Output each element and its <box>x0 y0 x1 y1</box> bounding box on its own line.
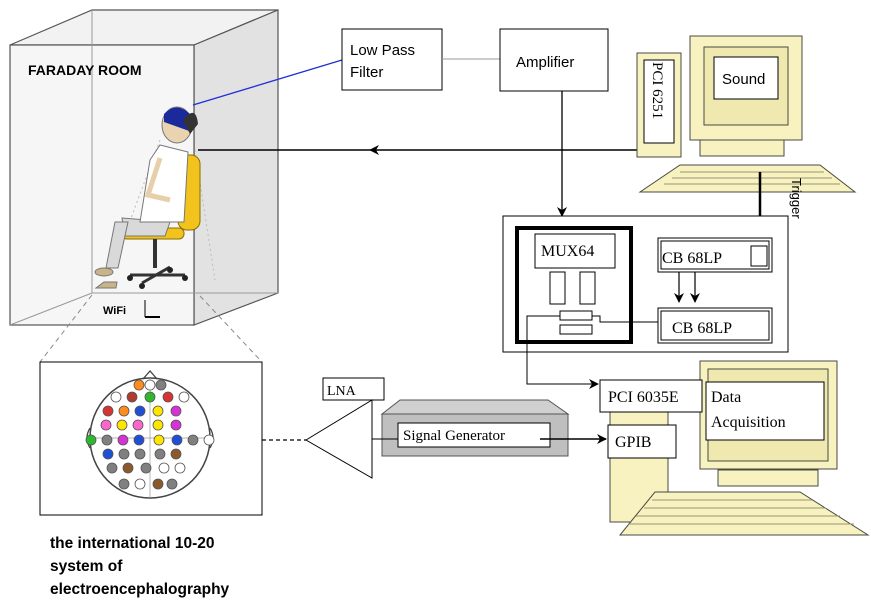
caption-line3: electroencephalography <box>50 581 230 598</box>
electrode <box>144 379 156 391</box>
gpib-label: GPIB <box>615 434 651 451</box>
electrode <box>106 462 118 474</box>
electrode <box>170 405 182 417</box>
signal-generator-label: Signal Generator <box>403 428 505 444</box>
cb-68lp-top-label: CB 68LP <box>662 250 722 267</box>
data-acquisition-label-line2: Acquisition <box>711 414 786 431</box>
electrode <box>116 419 128 431</box>
electrode <box>170 448 182 460</box>
electrode <box>122 462 134 474</box>
electrode <box>134 478 146 490</box>
low-pass-filter-label-line2: Filter <box>350 64 383 81</box>
electrode <box>134 448 146 460</box>
lna-amplifier: LNA <box>305 377 385 479</box>
lna-label: LNA <box>327 384 357 399</box>
trigger-label: Trigger <box>789 178 804 219</box>
sound-computer: Sound PCI 6251 <box>636 35 857 193</box>
electrode <box>170 419 182 431</box>
svg-text:Data Acquisition: Data Acquisition <box>711 389 786 431</box>
electrode <box>144 391 156 403</box>
electrode <box>187 434 199 446</box>
cb-68lp-bottom-label: CB 68LP <box>672 320 732 337</box>
electrode <box>110 391 122 403</box>
pci-6251-label: PCI 6251 <box>649 62 665 119</box>
mux64-label: MUX64 <box>541 243 594 260</box>
eeg-10-20-inset <box>39 361 263 516</box>
electrode <box>153 434 165 446</box>
electrode <box>101 434 113 446</box>
electrode <box>134 405 146 417</box>
electrode <box>174 462 186 474</box>
electrode-layer <box>85 379 215 490</box>
electrode <box>155 379 167 391</box>
electrode <box>152 405 164 417</box>
electrode <box>118 478 130 490</box>
daq-panel: MUX64 CB 68LP CB 68LP <box>502 215 789 389</box>
low-pass-filter-label-line1: Low Pass <box>350 42 415 59</box>
electrode <box>102 448 114 460</box>
electrode <box>152 419 164 431</box>
electrode <box>158 462 170 474</box>
sound-label: Sound <box>722 71 765 88</box>
electrode <box>132 419 144 431</box>
low-pass-filter-block: Low Pass Filter <box>341 28 443 91</box>
electrode <box>203 434 215 446</box>
electrode <box>85 434 97 446</box>
caption: the international 10-20 system of electr… <box>50 535 230 598</box>
wifi-label: WiFi <box>103 305 126 317</box>
electrode <box>118 448 130 460</box>
electrode <box>166 478 178 490</box>
electrode <box>162 391 174 403</box>
electrode <box>133 379 145 391</box>
amplifier-block: Amplifier <box>499 28 609 92</box>
caption-line2: system of <box>50 558 123 575</box>
electrode <box>152 478 164 490</box>
electrode <box>102 405 114 417</box>
faraday-room: FARADAY ROOM WiFi <box>9 9 279 326</box>
electrode <box>171 434 183 446</box>
pci-6035e-label: PCI 6035E <box>608 389 679 406</box>
zoom-line-right <box>199 295 263 363</box>
electrode <box>100 419 112 431</box>
seated-subject <box>94 106 216 289</box>
electrode <box>118 405 130 417</box>
signal-generator: Signal Generator <box>380 399 570 457</box>
caption-line1: the international 10-20 <box>50 535 215 552</box>
electrode <box>117 434 129 446</box>
daq-computer: PCI 6035E Data Acquisition GPIB <box>599 360 870 536</box>
electrode <box>133 434 145 446</box>
electrode <box>178 391 190 403</box>
electrode <box>154 448 166 460</box>
faraday-room-label: FARADAY ROOM <box>28 62 142 78</box>
electrode <box>140 462 152 474</box>
amplifier-label: Amplifier <box>516 54 574 71</box>
electrode <box>126 391 138 403</box>
svg-text:Low Pass Filter: Low Pass Filter <box>350 42 419 81</box>
data-acquisition-label-line1: Data <box>711 389 741 406</box>
electrode-wire <box>192 59 343 106</box>
